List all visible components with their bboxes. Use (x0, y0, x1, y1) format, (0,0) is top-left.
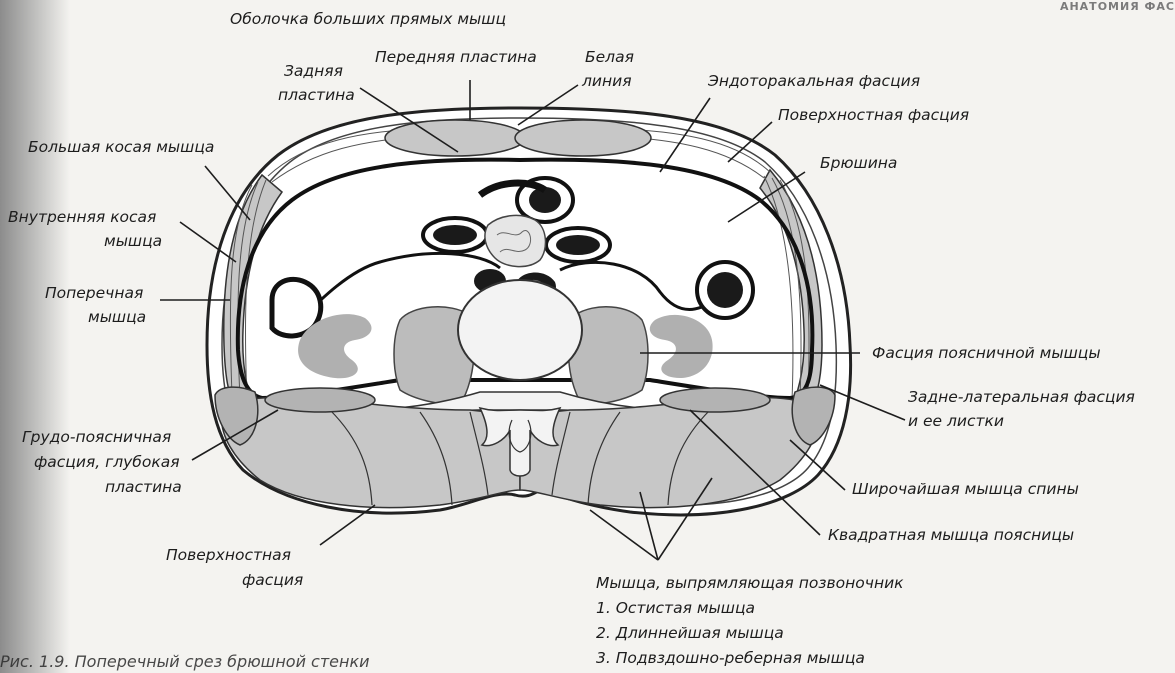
label-posterolateral-fascia-2: и ее листки (908, 412, 1004, 430)
label-transversus: Поперечная (45, 284, 143, 302)
label-internal-oblique: Внутренняя косая (8, 208, 156, 226)
label-superficial-fascia-right: Поверхностная фасция (778, 106, 969, 124)
label-thoracolumbar-3: пластина (105, 478, 182, 496)
label-anterior-lamina: Передняя пластина (375, 48, 537, 66)
label-posterior-lamina-2: пластина (278, 86, 355, 104)
label-linea-alba-2: линия (581, 72, 632, 90)
label-posterolateral-fascia: Задне-латеральная фасция (908, 388, 1135, 406)
label-superficial-fascia-left: Поверхностная (166, 546, 291, 564)
vertebral-body (458, 280, 582, 380)
label-posterior-lamina: Задняя (284, 62, 343, 80)
label-quadratus: Квадратная мышца поясницы (828, 526, 1074, 544)
quadratus-lumborum-right (660, 388, 770, 412)
label-psoas-fascia: Фасция поясничной мышцы (872, 344, 1101, 362)
label-thoracolumbar: Грудо-поясничная (22, 428, 171, 446)
label-latissimus: Широчайшая мышца спины (852, 480, 1079, 498)
label-internal-oblique-2: мышца (104, 232, 162, 250)
label-superficial-fascia-left-2: фасция (242, 571, 303, 589)
label-erector-title: Мышца, выпрямляющая позвоночник (596, 574, 904, 592)
label-endothoracic-fascia: Эндоторакальная фасция (707, 72, 920, 90)
label-external-oblique: Большая косая мышца (28, 138, 214, 156)
label-erector-2: 2. Длиннейшая мышца (596, 624, 784, 642)
label-erector-1: 1. Остистая мышца (596, 599, 755, 617)
label-peritoneum: Брюшина (820, 154, 897, 172)
label-rectus-sheath: Оболочка больших прямых мышц (230, 10, 506, 28)
label-erector-3: 3. Подвздошно-реберная мышца (596, 649, 865, 667)
quadratus-lumborum-left (265, 388, 375, 412)
figure-caption: Рис. 1.9. Поперечный срез брюшной стенки (0, 652, 370, 671)
label-thoracolumbar-2: фасция, глубокая (34, 453, 180, 471)
rectus-abdominis-right (515, 120, 651, 156)
label-linea-alba: Белая (585, 48, 634, 66)
label-transversus-2: мышца (88, 308, 146, 326)
